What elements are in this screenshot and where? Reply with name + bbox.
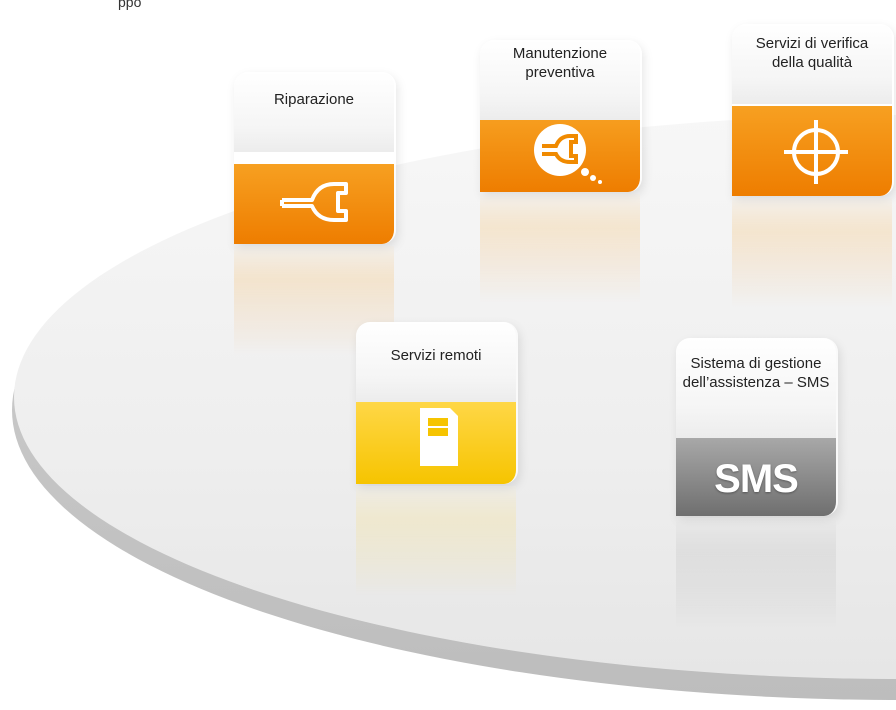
header-text-fragment: ppo xyxy=(118,0,142,10)
tile-label: Servizi di verifica della qualità xyxy=(755,35,869,71)
tile-manutenzione-preventiva[interactable]: Manutenzione preventiva xyxy=(480,40,642,192)
wrench-icon xyxy=(280,182,348,222)
tile-label: Manutenzione preventiva xyxy=(512,45,608,81)
tile-label: Servizi remoti xyxy=(390,347,482,364)
tile-label: Riparazione xyxy=(273,91,355,108)
tile-servizi-remoti[interactable]: Servizi remoti xyxy=(356,322,518,484)
tile-sistema-gestione-assistenza-sms[interactable]: Sistema di gestione dell’assistenza – SM… xyxy=(676,338,838,516)
tile-riparazione[interactable]: Riparazione xyxy=(234,72,396,244)
tile-servizi-verifica-qualita[interactable]: Servizi di verifica della qualità xyxy=(732,24,894,196)
maintenance-bubble-icon xyxy=(534,124,602,184)
sms-icon: SMS xyxy=(714,457,799,501)
sim-card-icon xyxy=(420,408,458,466)
crosshair-icon xyxy=(784,120,848,184)
tile-label: Sistema di gestione dell’assistenza – SM… xyxy=(682,355,830,391)
